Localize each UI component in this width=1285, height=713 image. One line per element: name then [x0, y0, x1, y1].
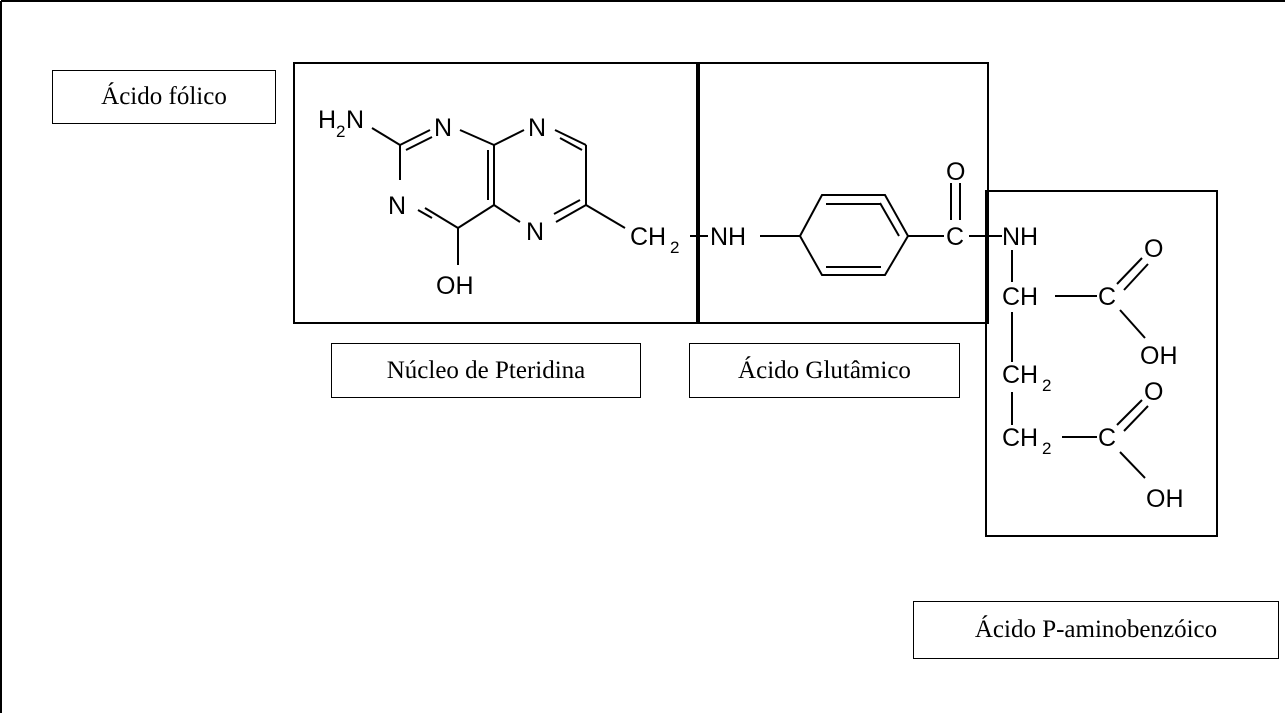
- atom-h2n-sub: 2: [336, 122, 345, 141]
- atom-ring-n-left: N: [388, 192, 406, 220]
- atom-ch-alpha: CH: [1002, 283, 1038, 311]
- atom-ch2-beta-sub: 2: [1042, 376, 1051, 395]
- atom-ring-n-top-left: N: [434, 114, 452, 142]
- label-folic-acid: Ácido fólico: [52, 70, 276, 124]
- atom-ch2-linker-ch: CH: [630, 223, 666, 251]
- atom-ch2-gamma-sub: 2: [1042, 439, 1051, 458]
- atom-ch2-linker-sub: 2: [670, 238, 679, 257]
- glutamic-region-box: [696, 62, 989, 324]
- atom-ch2-gamma-ch: CH: [1002, 424, 1038, 452]
- atom-ch2-gamma: CH 2: [1002, 424, 1051, 458]
- bond-lines: [371, 127, 1149, 479]
- atom-c-acid1: C: [1098, 283, 1116, 311]
- atom-h2n-n: N: [346, 106, 364, 134]
- atom-ch2-beta-ch: CH: [1002, 361, 1038, 389]
- atom-oh-acid2: OH: [1146, 485, 1184, 513]
- atom-ring-n-bottom: N: [526, 218, 544, 246]
- label-paba: Ácido P-aminobenzóico: [913, 601, 1279, 659]
- atom-oh-pteridine: OH: [436, 272, 474, 300]
- atom-o-acid1: O: [1144, 235, 1163, 263]
- atom-c-acid2: C: [1098, 424, 1116, 452]
- atom-nh-amine: NH: [710, 223, 746, 251]
- atom-ch2-beta: CH 2: [1002, 361, 1051, 395]
- label-pteridine-nucleus: Núcleo de Pteridina: [331, 343, 641, 398]
- atom-oh-acid1: OH: [1140, 342, 1178, 370]
- atom-h2n: H 2 N: [318, 106, 364, 141]
- pteridine-region-box: [293, 62, 700, 324]
- atom-c-carbonyl: C: [946, 223, 964, 251]
- paba-region-box: [985, 190, 1218, 537]
- atom-nh-amide: NH: [1002, 223, 1038, 251]
- atom-o-acid2: O: [1144, 378, 1163, 406]
- atom-h2n-h: H: [318, 106, 336, 134]
- atom-ring-n-top-right: N: [528, 114, 546, 142]
- atom-o-carbonyl: O: [946, 158, 965, 186]
- label-glutamic-acid: Ácido Glutâmico: [689, 343, 960, 398]
- atom-ch2-linker: CH 2: [630, 223, 679, 257]
